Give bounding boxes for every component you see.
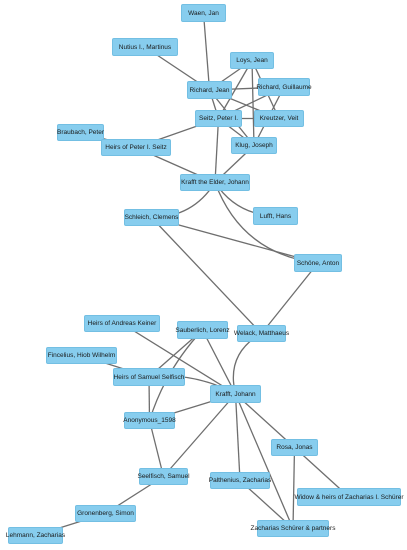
node-waen[interactable]: Waen, Jan <box>181 4 226 22</box>
node-richard-guillaume[interactable]: Richard, Guillaume <box>256 78 312 96</box>
node-krafft-elder[interactable]: Krafft the Elder, Johann <box>180 174 250 191</box>
node-seitz[interactable]: Seitz, Peter I. <box>195 110 242 127</box>
node-lufft[interactable]: Lufft, Hans <box>253 207 298 225</box>
node-fincelius[interactable]: Fincelius, Hiob Wilhelm <box>46 347 117 364</box>
node-gronenberg[interactable]: Gronenberg, Simon <box>75 505 136 522</box>
node-sauberlich[interactable]: Sauberlich, Lorenz <box>175 321 230 339</box>
edge-seitz-krafft_elder <box>214 118 220 183</box>
edge-schleich-schoene <box>151 216 319 264</box>
node-klug[interactable]: Klug, Joseph <box>231 137 277 154</box>
node-anonymous[interactable]: Anonymous_1598 <box>123 412 176 429</box>
node-kreutzer[interactable]: Kreutzer, Veit <box>254 110 304 127</box>
node-rosa[interactable]: Rosa, Jonas <box>271 439 318 456</box>
node-lehmann[interactable]: Lehmann, Zacharias <box>6 527 65 544</box>
node-schuerer-partners[interactable]: Zacharias Schürer & partners <box>251 520 335 537</box>
node-loys[interactable]: Loys, Jean <box>230 52 274 69</box>
node-heirs-keiner[interactable]: Heirs of Andreas Keiner <box>84 315 160 332</box>
node-braubach[interactable]: Braubach, Peter <box>57 124 104 141</box>
edge-krafft-schuerer_partners <box>234 393 294 529</box>
edge-krafft-palthenius <box>234 393 241 481</box>
edge-waen-richard_jean <box>202 12 211 91</box>
node-schoene[interactable]: Schöne, Anton <box>294 254 342 272</box>
edge-sauberlich-krafft <box>201 329 237 395</box>
edge-loys-klug <box>251 60 255 146</box>
node-heirs-selfisch[interactable]: Heirs of Samuel Selfisch <box>113 368 185 386</box>
node-nutius[interactable]: Nutius I., Martinus <box>112 38 178 56</box>
node-krafft[interactable]: Krafft, Johann <box>210 385 261 403</box>
node-richard-jean[interactable]: Richard, Jean <box>187 81 232 99</box>
edge-anonymous-seelfisch <box>148 420 165 477</box>
node-schleich[interactable]: Schleich, Clemens <box>124 209 179 226</box>
node-heirs-seitz[interactable]: Heirs of Peter I. Seitz <box>101 139 171 156</box>
edge-schleich-welack <box>151 217 262 334</box>
edge-krafft-seelfisch <box>163 393 236 477</box>
node-welack[interactable]: Welack, Matthaeus <box>234 325 289 342</box>
node-seelfisch[interactable]: Seelfisch, Samuel <box>137 468 190 485</box>
edge-schoene-welack <box>260 262 319 334</box>
node-palthenius[interactable]: Palthenius, Zacharias <box>209 472 271 489</box>
node-widow-schuerer[interactable]: Widow & heirs of Zacharias I. Schürer <box>294 488 404 506</box>
edge-rosa-schuerer_partners <box>292 447 296 529</box>
